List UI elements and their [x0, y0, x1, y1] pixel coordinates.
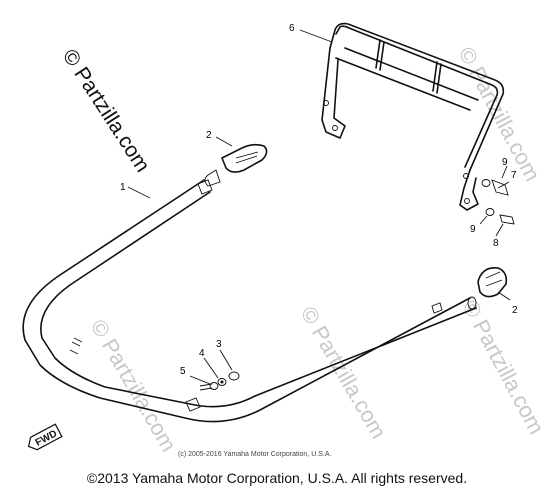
watermark-faint-bottom: © Partzilla.com [296, 302, 392, 443]
part-6-carrier-frame [321, 22, 505, 211]
watermark-right-top: © Partzilla.com [454, 43, 546, 186]
fwd-direction-tag: FWD [27, 423, 63, 451]
callout-6: 6 [289, 23, 295, 34]
fasteners-3-4-5 [199, 371, 240, 391]
callout-8: 8 [493, 238, 499, 249]
callout-9-upper: 9 [502, 157, 508, 168]
callout-4: 4 [199, 348, 205, 359]
watermark-right-bottom: © Partzilla.com [458, 296, 550, 439]
callout-3: 3 [216, 339, 222, 350]
fwd-label: FWD [34, 428, 59, 448]
fasteners-7-8-9 [481, 179, 515, 225]
part-2-lamp-lower [477, 266, 508, 298]
watermark-left: © Partzilla.com [58, 45, 154, 176]
footer-copyright: ©2013 Yamaha Motor Corporation, U.S.A. A… [86, 470, 468, 486]
leader-lines [127, 29, 511, 385]
part-1-bumper-tube [22, 179, 477, 423]
inner-copyright: (c) 2005-2016 Yamaha Motor Corporation, … [178, 451, 331, 458]
callout-2-upper: 2 [206, 130, 212, 141]
callout-2-lower: 2 [512, 305, 518, 316]
part-2-lamp-upper [204, 143, 268, 187]
callout-9-lower: 9 [470, 224, 476, 235]
callout-1: 1 [120, 182, 126, 193]
callout-5: 5 [180, 366, 186, 377]
callout-7: 7 [511, 170, 517, 181]
